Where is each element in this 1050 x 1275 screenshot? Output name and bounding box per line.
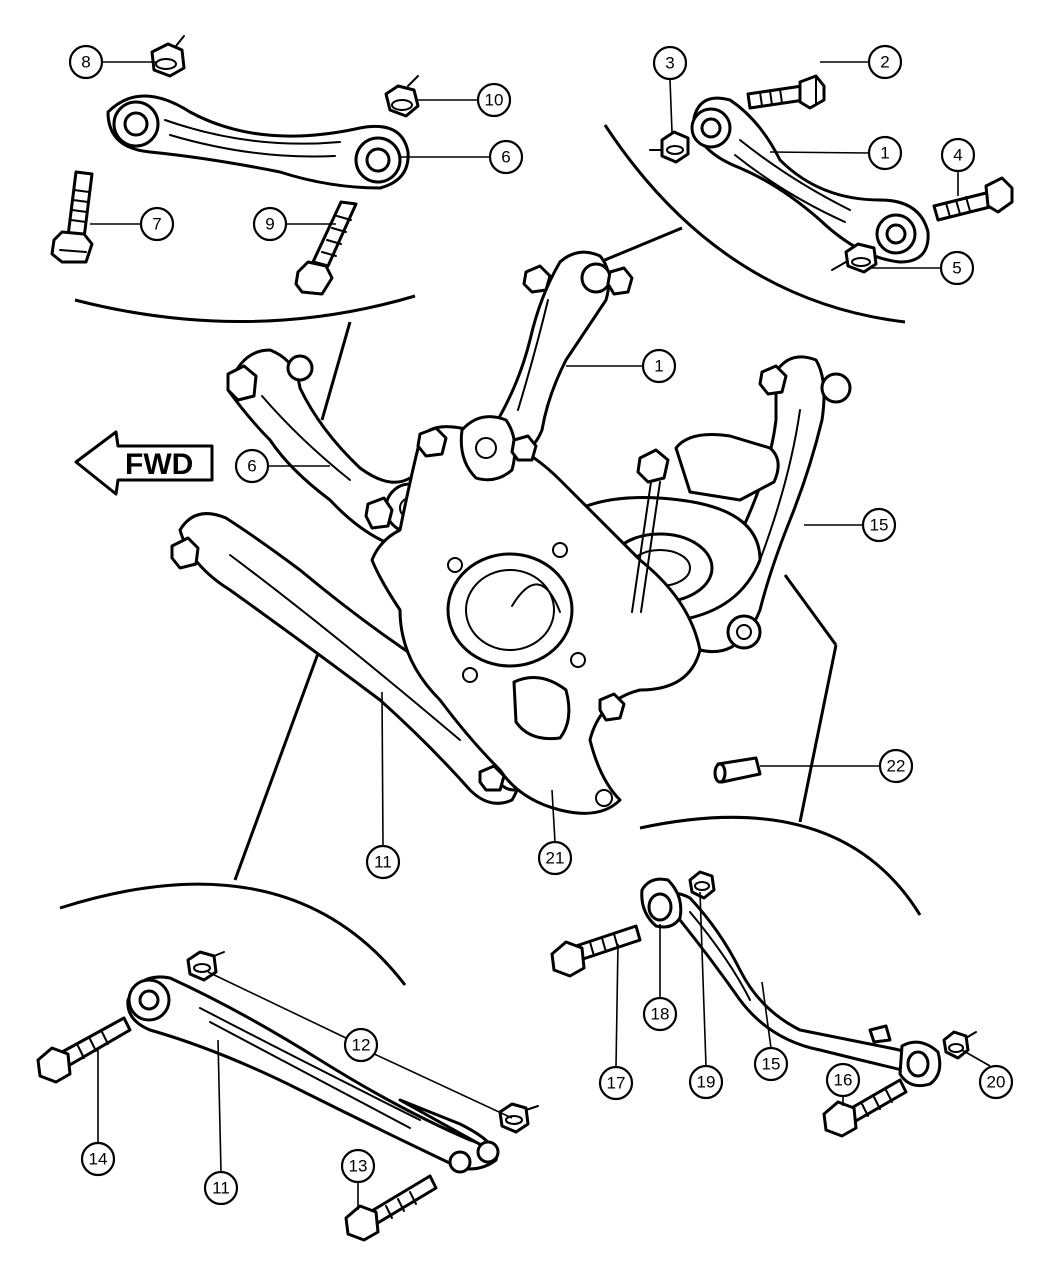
nut-5 [831,242,878,274]
callout-19: 19 [688,1064,724,1100]
callout-1-top: 1 [867,135,903,171]
bolt-16 [822,1078,908,1138]
callout-3: 3 [652,45,688,81]
callout-17: 17 [598,1065,634,1101]
connector-line [783,574,838,646]
callout-1-center: 1 [641,348,677,384]
callout-2: 2 [867,44,903,80]
leader-lines [90,61,991,1210]
svg-text:20: 20 [987,1073,1006,1092]
inset-arc-bottom-right [639,815,922,916]
svg-text:12: 12 [352,1036,371,1055]
callout-22: 22 [878,748,914,784]
callout-11-bottom: 11 [203,1170,239,1206]
svg-text:1: 1 [654,357,663,376]
callout-11-center: 11 [365,844,401,880]
bolt-13 [344,1174,438,1242]
forward-direction-arrow: FWD [74,430,214,496]
callout-6-center: 6 [234,448,270,484]
callout-9: 9 [252,206,288,242]
nut-3 [649,130,690,164]
callout-20: 20 [978,1064,1014,1100]
connector-line [599,226,683,264]
callout-14: 14 [80,1141,116,1177]
svg-text:9: 9 [265,215,274,234]
inset-arc-top-right [603,124,906,324]
callout-16: 16 [825,1062,861,1098]
svg-text:6: 6 [247,457,256,476]
bolt-4 [932,176,1014,222]
svg-text:16: 16 [834,1071,853,1090]
bushing-22 [713,756,762,784]
svg-text:11: 11 [374,853,392,872]
svg-text:11: 11 [212,1179,230,1198]
svg-text:6: 6 [501,148,510,167]
nut-12-top [186,950,225,982]
callouts: 8 10 6 7 9 3 2 1 4 5 1 6 15 22 11 21 12 … [68,44,1014,1206]
svg-text:13: 13 [349,1157,368,1176]
inset-arcs [59,124,922,986]
inset-arc-bottom-left [59,882,407,986]
svg-text:14: 14 [89,1150,108,1169]
svg-text:10: 10 [485,91,504,110]
callout-12: 12 [343,1027,379,1063]
svg-text:7: 7 [152,215,161,234]
nut-8 [150,35,186,78]
callout-8: 8 [68,44,104,80]
callout-13: 13 [340,1148,376,1184]
lower-link-11-detail [126,975,500,1174]
svg-text:19: 19 [697,1073,716,1092]
fwd-label: FWD [125,448,193,481]
svg-text:2: 2 [880,53,889,72]
upper-link-1-detail [690,96,930,264]
callout-15-center: 15 [861,507,897,543]
nut-10 [384,75,420,118]
callout-6-top: 6 [488,139,524,175]
svg-text:18: 18 [651,1005,670,1024]
svg-text:4: 4 [953,146,962,165]
lower-link-15-detail [640,877,942,1088]
connector-line [233,647,322,881]
main-suspension-assembly [170,250,852,815]
bolt-17 [550,924,642,978]
callout-4: 4 [940,137,976,173]
nut-19 [688,870,716,900]
callout-21: 21 [537,840,573,876]
upper-link-6-detail [106,94,410,190]
nut-20 [942,1030,977,1060]
bolt-7 [50,170,94,264]
svg-text:3: 3 [665,54,674,73]
callout-7: 7 [139,206,175,242]
callout-5: 5 [939,250,975,286]
svg-text:17: 17 [607,1074,626,1093]
nut-12-bottom [498,1102,539,1134]
svg-text:1: 1 [880,144,889,163]
callout-10: 10 [476,82,512,118]
bolt-14 [36,1016,132,1084]
callout-18: 18 [642,996,678,1032]
svg-text:15: 15 [762,1055,781,1074]
connector-line [798,644,838,823]
bolt-2 [746,74,826,110]
svg-text:22: 22 [887,757,906,776]
svg-text:8: 8 [81,53,90,72]
svg-text:21: 21 [546,849,565,868]
svg-text:5: 5 [952,259,961,278]
callout-15-bottom: 15 [753,1046,789,1082]
bolt-9 [294,200,358,296]
svg-text:15: 15 [870,516,889,535]
inset-arc-top-left [74,294,416,324]
connector-line [320,321,352,421]
